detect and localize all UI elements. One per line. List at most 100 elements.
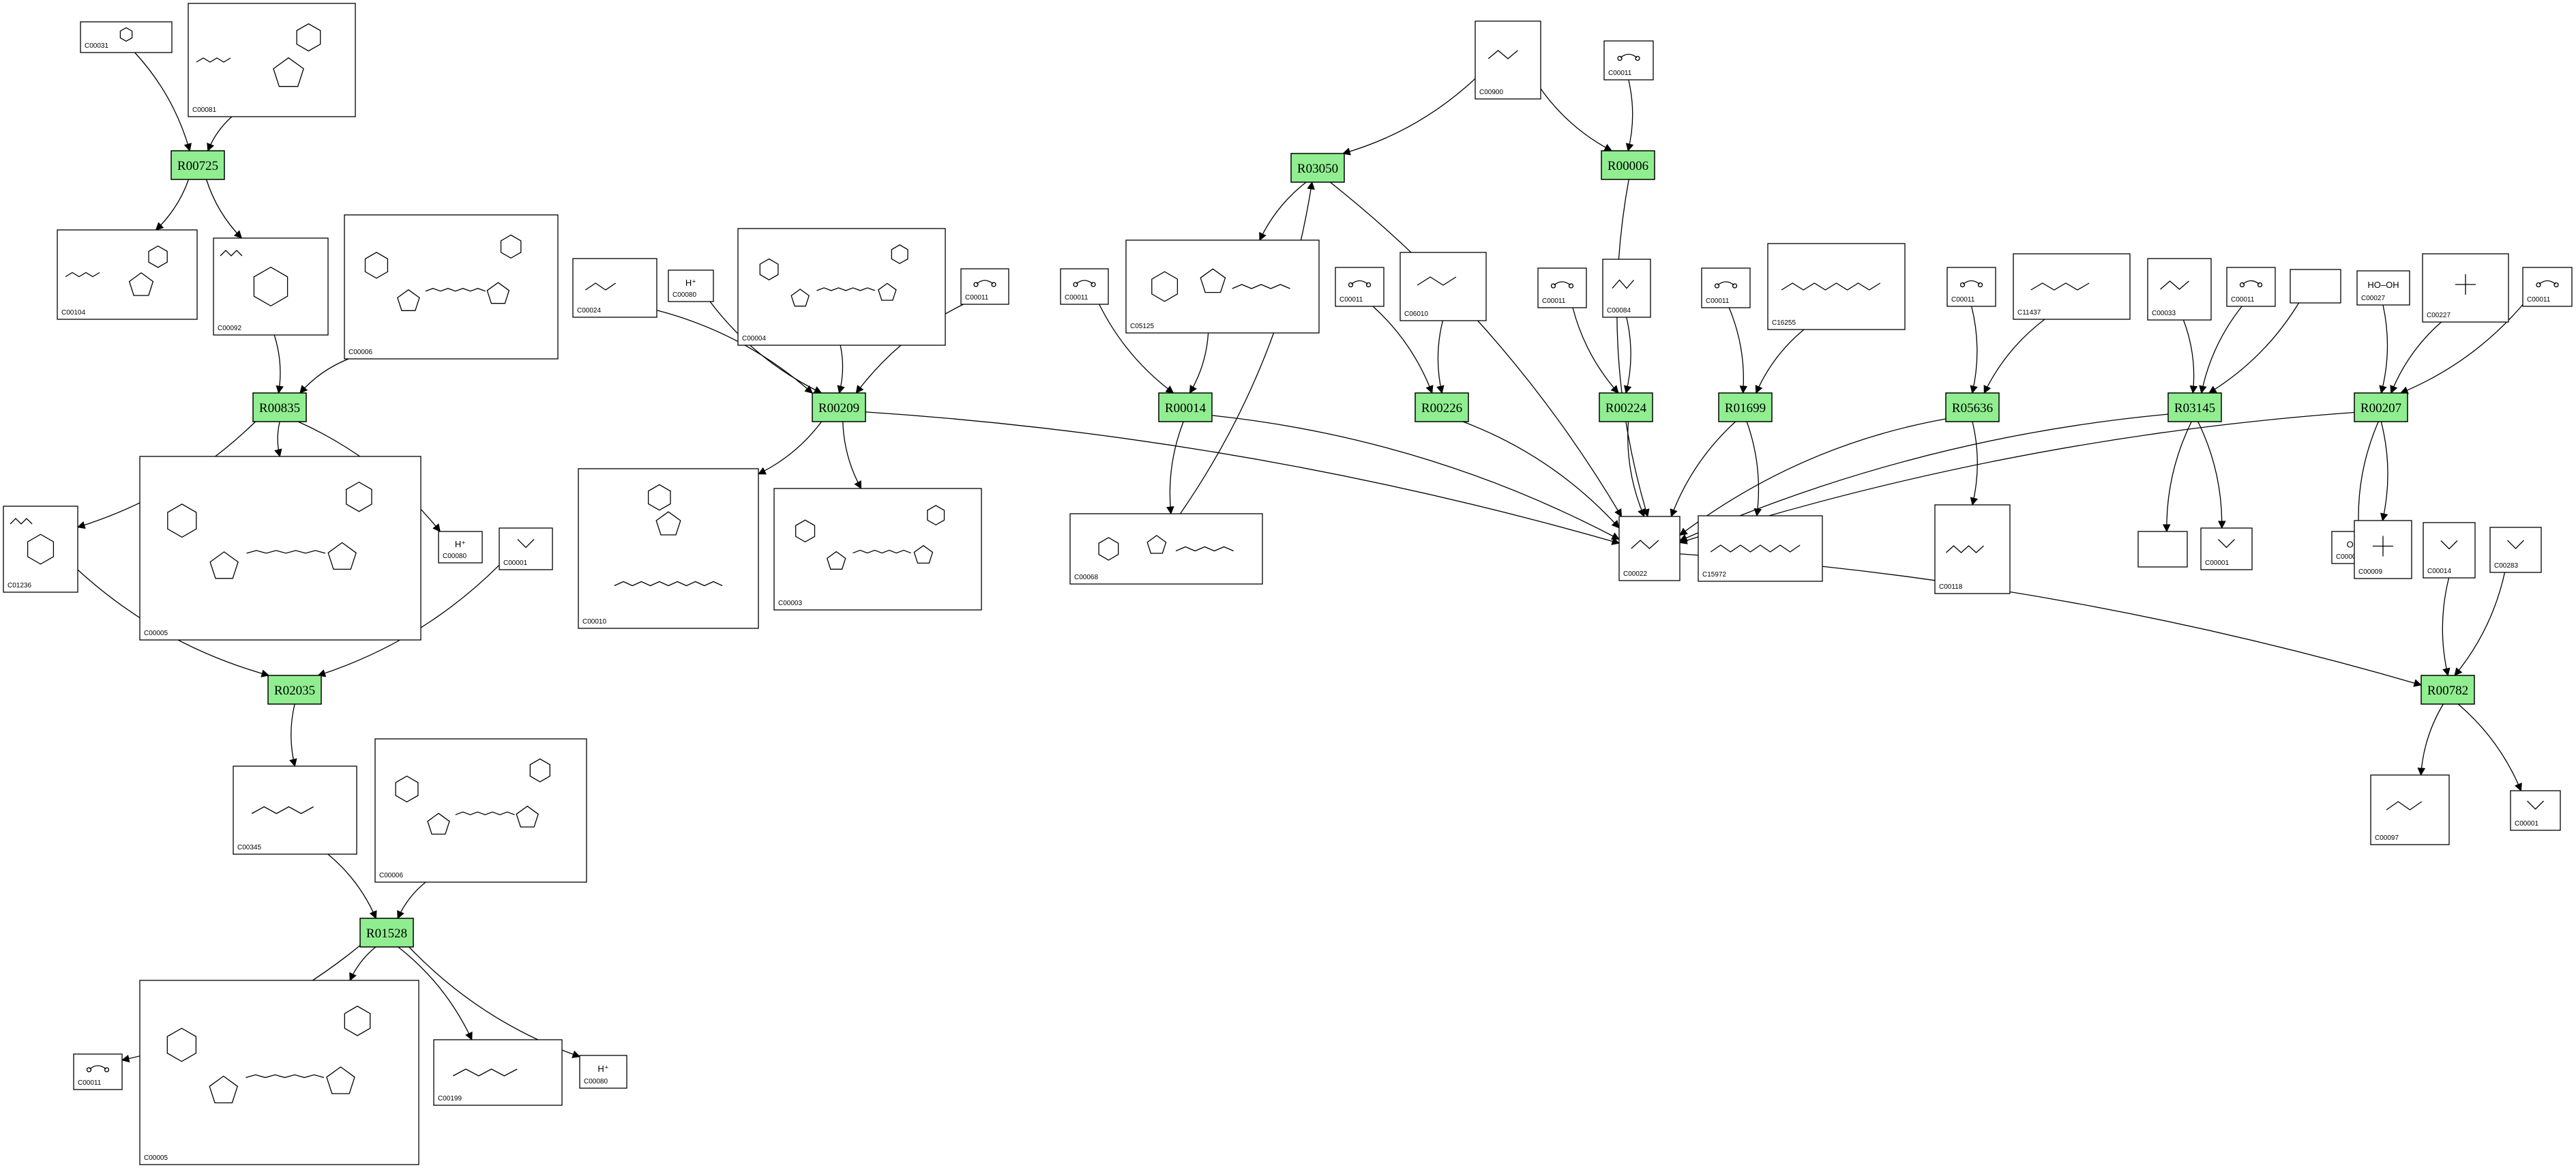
edge-arrow xyxy=(757,421,823,475)
edge-arrow xyxy=(2417,703,2444,776)
compound-id: C00081 xyxy=(192,106,216,114)
reaction-node[interactable]: R00006 xyxy=(1601,150,1655,180)
compound-id: C00022 xyxy=(1623,570,1647,578)
compound-node[interactable]: H⁺C00080 xyxy=(438,531,483,564)
compound-node[interactable]: C00005 xyxy=(139,980,419,1165)
reaction-node[interactable]: R05636 xyxy=(1945,392,2000,422)
molecule-structure xyxy=(1946,545,1984,553)
compound-box xyxy=(2290,269,2341,304)
reaction-node[interactable]: R00835 xyxy=(252,392,307,422)
compound-node[interactable]: C00227 xyxy=(2422,253,2509,323)
reaction-box xyxy=(1718,392,1773,422)
reaction-node[interactable]: R00725 xyxy=(171,150,225,180)
reaction-node[interactable]: R00014 xyxy=(1158,392,1213,422)
reaction-box xyxy=(171,150,225,180)
compound-node[interactable]: C11437 xyxy=(2013,253,2131,320)
compound-node[interactable]: C00003 xyxy=(773,488,982,611)
reaction-node[interactable]: R01699 xyxy=(1718,392,1773,422)
edge-arrow xyxy=(837,345,845,394)
compound-node[interactable]: C06010 xyxy=(1400,252,1487,321)
compound-node[interactable]: C00011 xyxy=(1335,267,1385,307)
compound-node[interactable]: C05125 xyxy=(1125,239,1320,334)
compound-node[interactable]: C00081 xyxy=(188,3,356,117)
compound-node[interactable]: H⁺C00080 xyxy=(579,1055,627,1089)
molecule-structure xyxy=(2373,536,2393,557)
edge-arrow xyxy=(1462,421,1620,529)
compound-node[interactable]: C00006 xyxy=(344,214,559,360)
compound-node[interactable]: C00011 xyxy=(2226,267,2276,307)
edge-arrow xyxy=(1679,418,1946,536)
edge-arrow xyxy=(2379,304,2388,394)
edge-arrow xyxy=(1436,320,1445,394)
compound-node[interactable]: C01236 xyxy=(3,506,78,593)
compound-node[interactable]: C00011 xyxy=(73,1053,123,1090)
compound-node[interactable]: C00011 xyxy=(960,268,1009,305)
edge-arrow xyxy=(2182,319,2198,394)
compound-node[interactable]: C00024 xyxy=(572,258,657,318)
compound-node[interactable]: C00118 xyxy=(1934,504,2011,594)
compound-node[interactable]: C00010 xyxy=(578,468,759,629)
molecule-structure xyxy=(86,1065,110,1072)
compound-box xyxy=(1537,267,1587,308)
edge-arrow xyxy=(2199,306,2242,394)
compound-node[interactable]: C00097 xyxy=(2370,774,2450,845)
reaction-node[interactable]: R00782 xyxy=(2420,675,2475,705)
molecule-structure xyxy=(395,758,550,835)
edge-arrow xyxy=(327,853,377,920)
molecule-structure xyxy=(614,484,723,587)
compound-id: C00011 xyxy=(1608,70,1632,77)
compound-node[interactable]: C00900 xyxy=(1475,20,1541,100)
edge-arrow xyxy=(397,881,426,920)
compound-node[interactable]: C00104 xyxy=(57,229,198,320)
compound-node[interactable]: C00011 xyxy=(1603,40,1654,81)
reaction-node[interactable]: R00209 xyxy=(812,392,866,422)
reaction-node[interactable]: R03050 xyxy=(1290,153,1345,183)
molecule-structure xyxy=(166,1006,371,1104)
reaction-node[interactable]: R00226 xyxy=(1415,392,1469,422)
compound-node[interactable]: C00001 xyxy=(2510,790,2561,831)
compound-node[interactable]: C00005 xyxy=(139,456,421,641)
compound-node[interactable]: C00033 xyxy=(2147,258,2212,321)
compound-node[interactable]: C00031 xyxy=(80,21,173,53)
compound-node[interactable]: C00011 xyxy=(1060,268,1109,305)
compound-node[interactable] xyxy=(2290,269,2341,304)
compound-node[interactable]: C00345 xyxy=(233,765,357,855)
compound-node[interactable]: C00011 xyxy=(1946,267,1996,307)
compound-node[interactable]: C00014 xyxy=(2423,522,2476,579)
molecule-structure xyxy=(2527,800,2544,810)
compound-node[interactable]: H⁺C00080 xyxy=(668,269,714,302)
compound-id: C00199 xyxy=(438,1095,462,1103)
reaction-node[interactable]: R01528 xyxy=(359,918,414,948)
compound-node[interactable]: C00084 xyxy=(1602,259,1651,318)
molecule-structure xyxy=(452,1068,518,1077)
compound-box xyxy=(1603,40,1654,81)
compound-node[interactable]: C00001 xyxy=(499,527,553,570)
compound-node[interactable]: C00001 xyxy=(2200,527,2253,570)
compound-node[interactable]: C00022 xyxy=(1618,516,1681,581)
compound-node[interactable]: C00009 xyxy=(2354,520,2412,579)
edge-arrow xyxy=(2390,321,2442,394)
compound-node[interactable]: C16255 xyxy=(1767,243,1906,330)
reaction-box xyxy=(252,392,307,422)
compound-node[interactable]: C00199 xyxy=(433,1039,563,1106)
compound-node[interactable] xyxy=(2137,531,2188,568)
reaction-id: R00782 xyxy=(2427,684,2468,698)
compound-node[interactable]: C15972 xyxy=(1698,515,1823,582)
compound-node[interactable]: C00004 xyxy=(737,228,946,346)
compound-node[interactable]: C00068 xyxy=(1069,513,1263,585)
reaction-node[interactable]: R02035 xyxy=(267,675,322,705)
compound-box xyxy=(2356,270,2410,306)
compound-node[interactable]: C00283 xyxy=(2489,527,2542,573)
reaction-node[interactable]: R03145 xyxy=(2167,392,2222,422)
reaction-node[interactable]: R00224 xyxy=(1599,392,1653,422)
compound-id: C00227 xyxy=(2427,312,2451,319)
compound-node[interactable]: C00011 xyxy=(2522,267,2573,307)
compound-node[interactable]: C00006 xyxy=(374,738,587,883)
reaction-node[interactable]: R00207 xyxy=(2354,392,2408,422)
compound-node[interactable]: C00011 xyxy=(1537,267,1587,308)
compound-id: C00014 xyxy=(2427,568,2451,575)
compound-box xyxy=(668,269,714,302)
compound-node[interactable]: C00092 xyxy=(213,237,329,336)
compound-node[interactable]: C00011 xyxy=(1701,267,1751,308)
